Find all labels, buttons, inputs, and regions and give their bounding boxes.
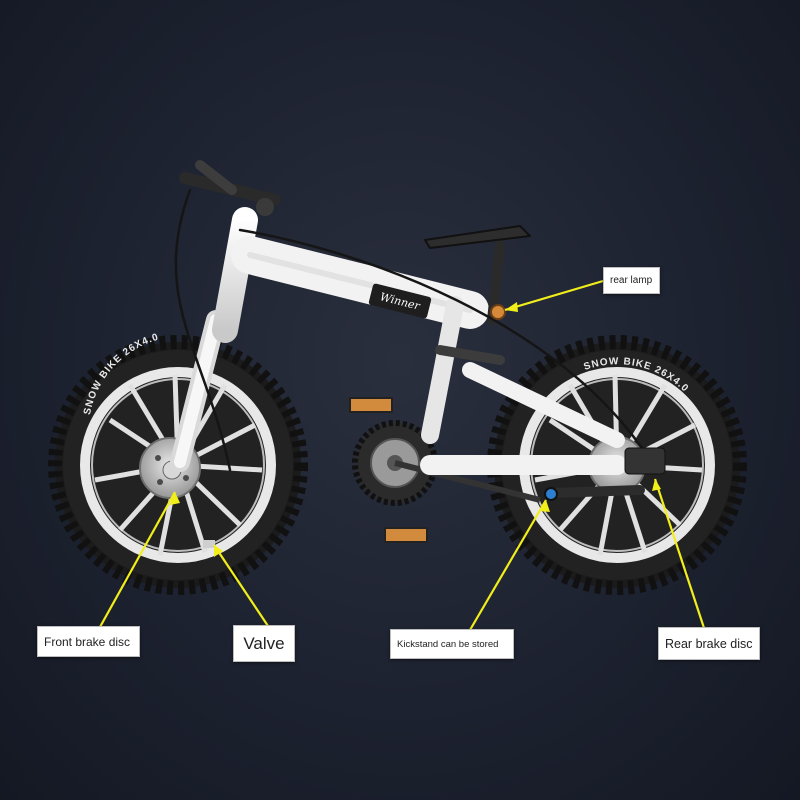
rear-lamp (490, 304, 506, 320)
pointer-kickstand (469, 499, 547, 631)
pointer-heads (170, 302, 661, 557)
pointer-front-brake-disc (99, 491, 176, 628)
pedal-top (349, 397, 393, 413)
label-front-brake-disc: Front brake disc (37, 626, 140, 657)
label-valve: Valve (233, 625, 295, 662)
label-rear-lamp: rear lamp (603, 267, 660, 294)
pedal-bottom (384, 527, 428, 543)
valve-cap (203, 540, 215, 548)
bike-frame: Winner (170, 160, 666, 501)
pointer-lines (99, 279, 706, 631)
label-rear-brake-disc: Rear brake disc (658, 627, 760, 660)
chainring (349, 397, 541, 543)
label-kickstand: Kickstand can be stored (390, 629, 514, 659)
pointer-rear-brake-disc (653, 478, 706, 629)
pointer-rear-lamp (504, 279, 604, 312)
pointer-valve (213, 544, 269, 627)
kickstand (547, 485, 645, 498)
rear-brake-caliper (624, 447, 666, 475)
